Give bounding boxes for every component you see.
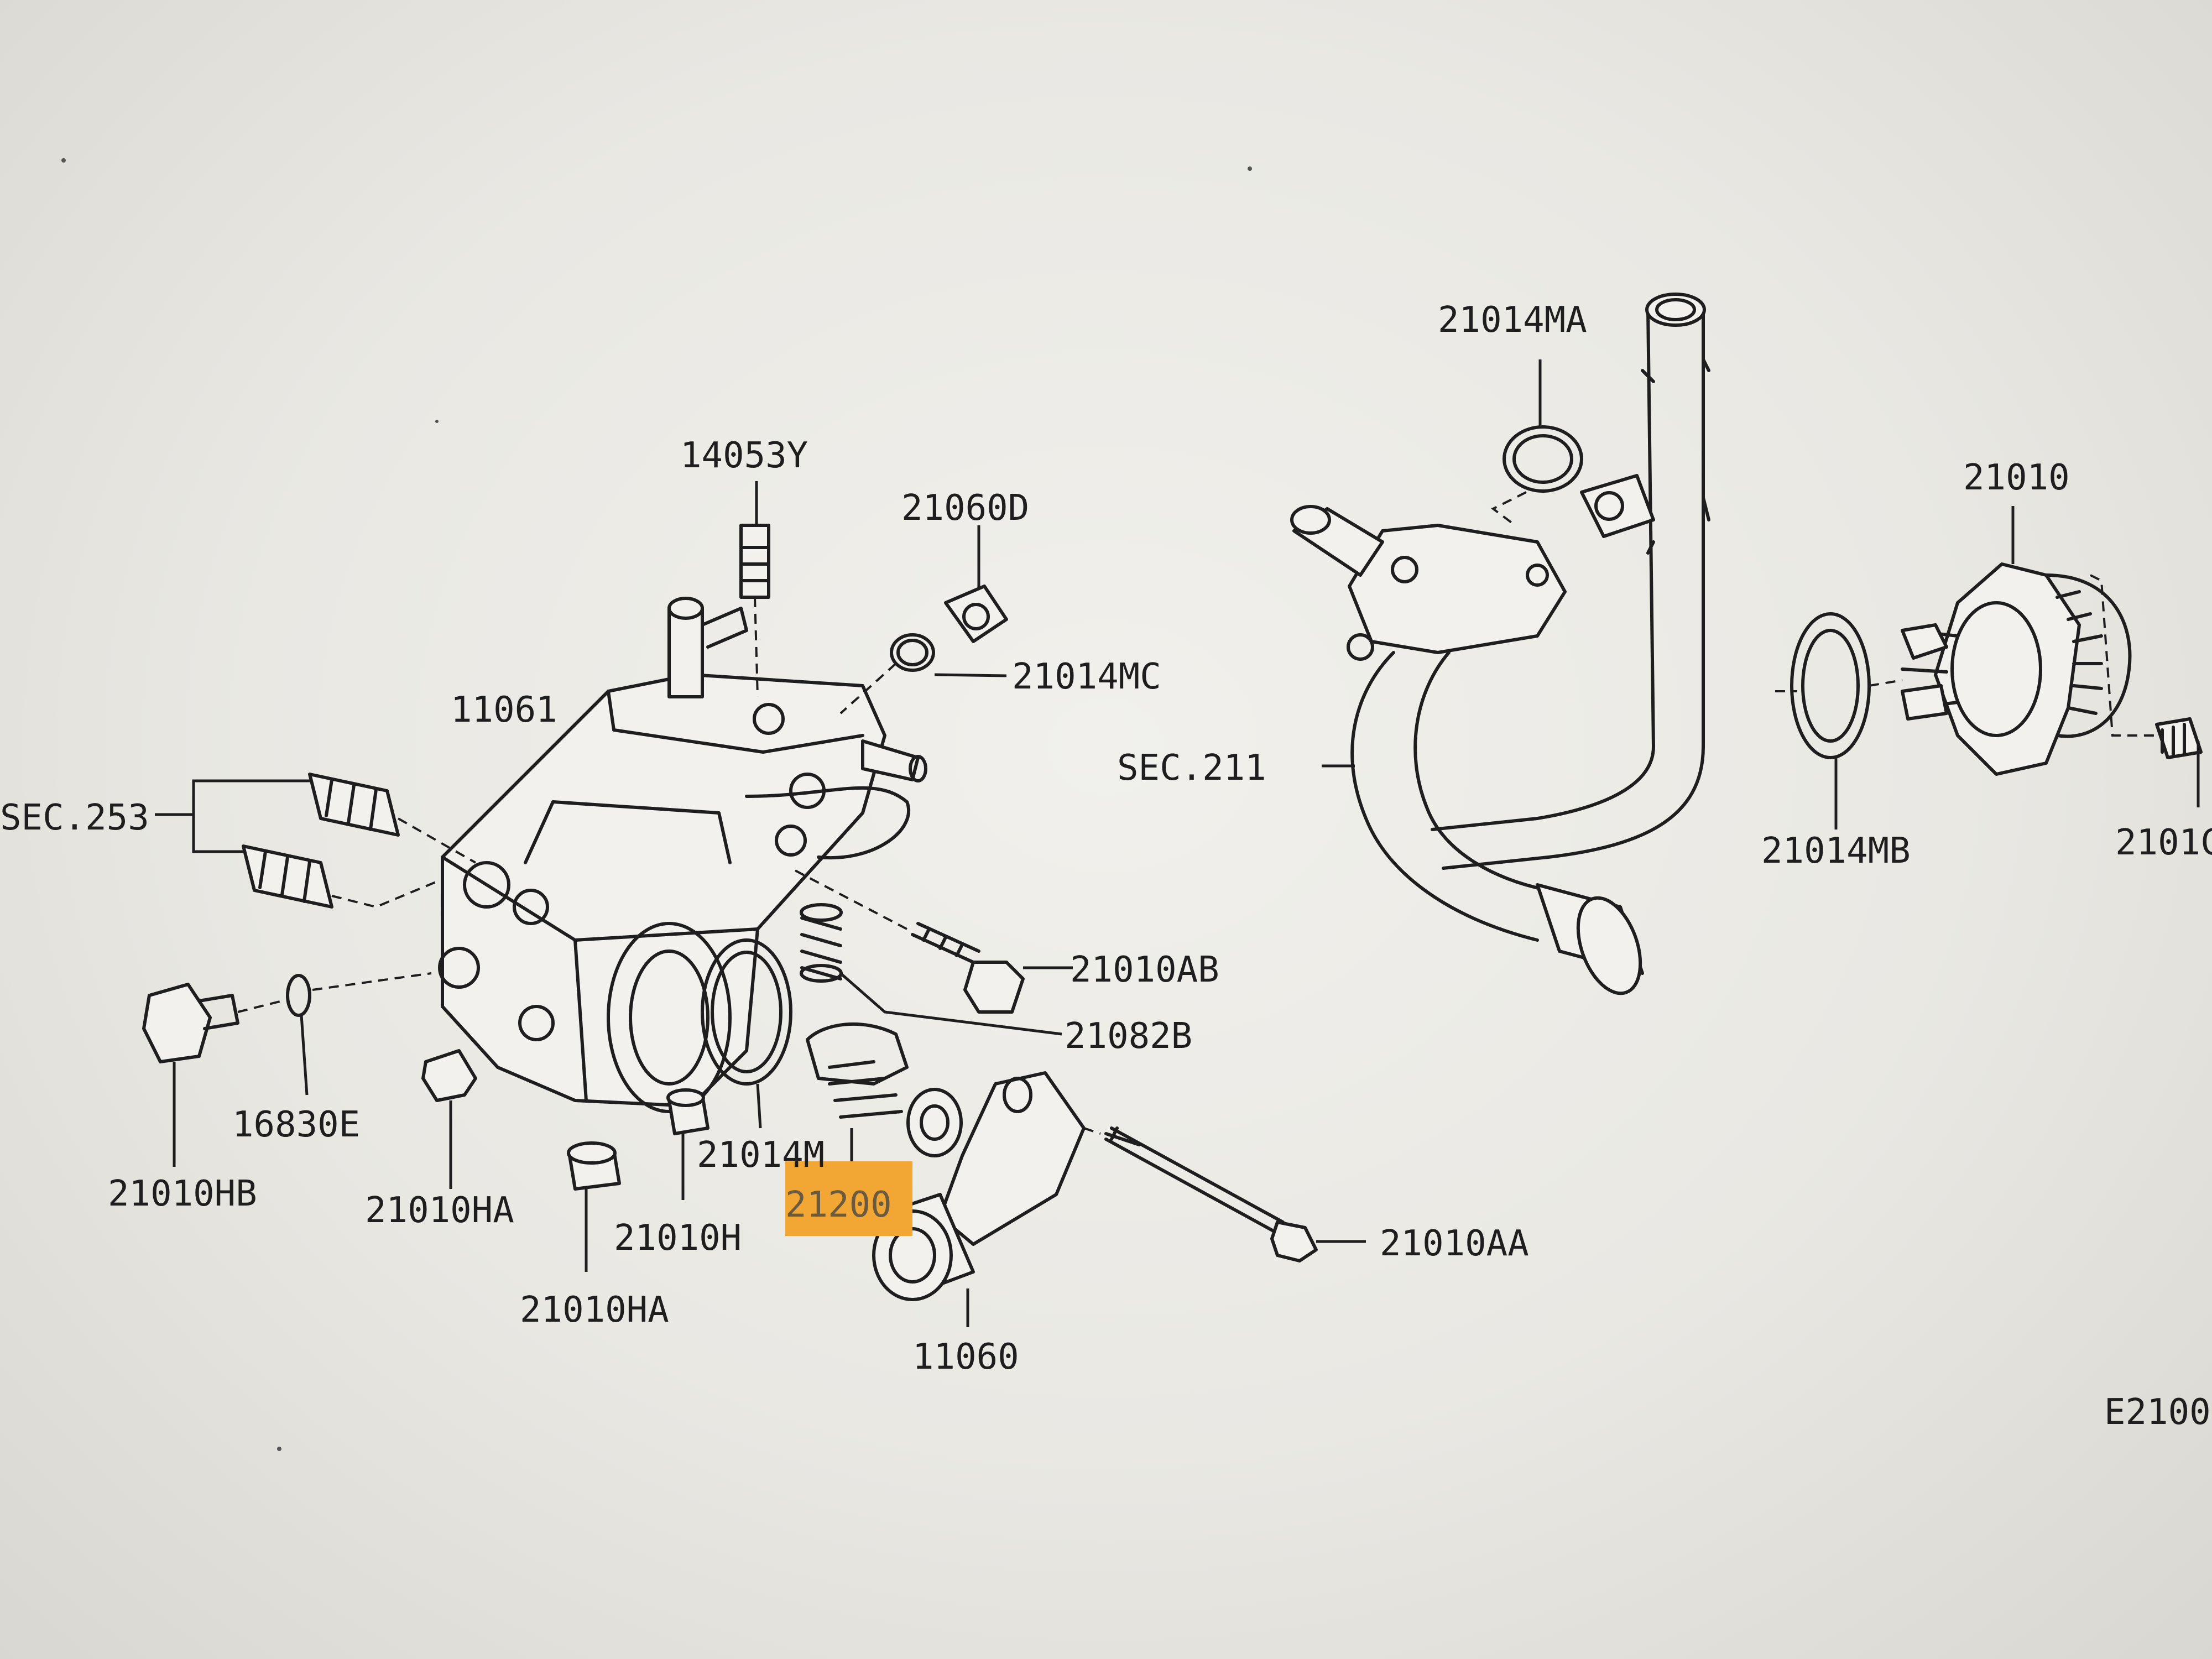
speck — [277, 1447, 281, 1451]
spring-21082b — [800, 903, 1062, 1036]
bolt-2101c — [2155, 717, 2203, 807]
label-21014mc: 21014MC — [1012, 656, 1161, 697]
water-pump-21010 — [1901, 506, 2168, 776]
cap-21010ha-bottom — [567, 1141, 621, 1272]
washer-16830e — [286, 972, 432, 1095]
sensors-sec253 — [155, 773, 476, 909]
bolt-21010ab — [790, 867, 1073, 1014]
thermostat-housing-11061 — [438, 597, 927, 1113]
label-21010ab: 21010AB — [1070, 950, 1219, 990]
label-21010ha-bottom: 21010HA — [520, 1290, 669, 1331]
label-11060: 11060 — [912, 1337, 1019, 1378]
nipple-14053y — [739, 481, 770, 697]
speck — [61, 158, 66, 163]
label-sec253: SEC.253 — [0, 797, 149, 838]
label-highlight — [785, 1161, 912, 1236]
label-sec211: SEC.211 — [1117, 748, 1266, 789]
speck — [1248, 166, 1252, 171]
cap-21010ha-left — [421, 1049, 477, 1189]
label-21010aa: 21010AA — [1380, 1223, 1529, 1264]
bolt-21010aa — [1083, 1126, 1366, 1262]
label-16830e: 16830E — [232, 1104, 360, 1145]
label-21200: 21200 — [785, 1185, 892, 1225]
label-14053y: 14053Y — [680, 435, 808, 476]
gasket-21014m — [701, 938, 792, 1129]
label-21010hb: 21010HB — [108, 1173, 257, 1214]
label-11061: 11061 — [451, 690, 557, 731]
plug-21010hb — [142, 983, 283, 1167]
label-2101c: 2101C — [2115, 822, 2212, 863]
label-21014ma: 21014MA — [1438, 300, 1587, 341]
cap-21010h — [666, 1088, 709, 1200]
thermostat-21200 — [806, 1022, 963, 1161]
water-pipe-sec211 — [1290, 293, 1710, 995]
label-21010h: 21010H — [614, 1218, 742, 1259]
label-e2100: E2100 — [2104, 1392, 2211, 1433]
gasket-21014mb — [1775, 612, 1903, 830]
label-21010: 21010 — [1963, 457, 2070, 498]
label-21060d: 21060D — [901, 488, 1029, 529]
gasket-21014ma — [1491, 359, 1583, 526]
label-21014m: 21014M — [697, 1135, 825, 1176]
gasket-21014mc — [839, 633, 1007, 714]
speck — [435, 420, 439, 423]
label-21082b: 21082B — [1065, 1016, 1192, 1057]
label-21014mb: 21014MB — [1761, 831, 1911, 872]
plug-21060d — [944, 525, 1008, 643]
label-21010ha-left: 21010HA — [365, 1190, 514, 1231]
